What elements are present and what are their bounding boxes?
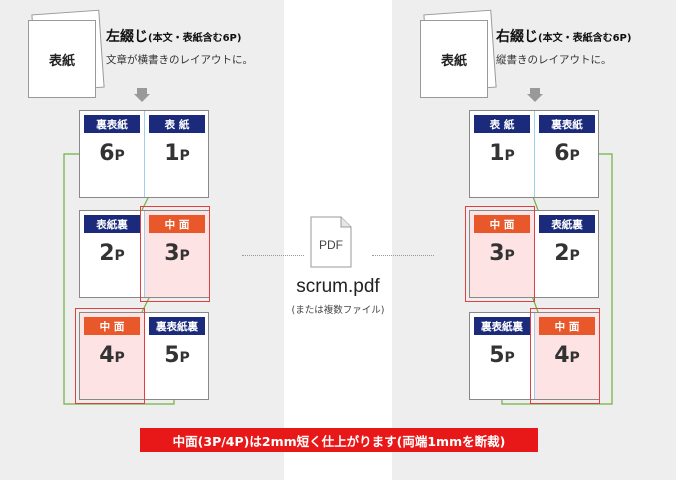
page-number: 3P [489,241,515,266]
page-tag: 中 面 [539,317,595,335]
pdf-file-icon [310,216,352,268]
pdf-filename: scrum.pdf [296,276,380,297]
spread-right-1: 表 紙 1P 裏表紙 6P [469,110,599,198]
page-tag: 表紙裏 [539,215,595,233]
cover-label-left: 表紙 [48,53,75,69]
page-number: 2P [99,241,125,266]
dotted-connector-right [372,255,434,256]
page-tag: 中 面 [474,215,530,233]
page-tag: 裏表紙 [84,115,140,133]
pdf-icon-label: PDF [319,238,343,252]
page-tag: 表 紙 [474,115,530,133]
page-tag: 中 面 [149,215,205,233]
down-arrow-icon [134,94,150,102]
page-tag: 表 紙 [149,115,205,133]
trim-outline [75,308,145,404]
pdf-note: (または複数ファイル) [291,305,385,316]
page-number: 4P [99,343,125,368]
right-binding-description: 縦書きのレイアウトに。 [496,54,612,66]
spread-right-3: 裏表紙裏 5P 中 面 4P [469,312,599,400]
page-tag: 裏表紙 [539,115,595,133]
page-number: 5P [489,343,515,368]
right-connector-line [501,153,613,405]
page-tag: 中 面 [84,317,140,335]
page-tag: 裏表紙裏 [149,317,205,335]
trim-outline [530,308,600,404]
page-tag: 表紙裏 [84,215,140,233]
page-number: 6P [99,141,125,166]
left-binding-title: 左綴じ(本文・表紙含む6P) [106,29,242,45]
page-number: 1P [489,141,515,166]
page-tag: 裏表紙裏 [474,317,530,335]
down-arrow-stem [530,88,540,94]
right-connector-line [531,295,539,313]
cover-label-right: 表紙 [440,53,467,69]
dotted-connector-left [242,255,304,256]
trim-outline [465,206,535,302]
cover-sheet [28,20,96,98]
spread-left-1: 裏表紙 6P 表 紙 1P [79,110,209,198]
page-number: 3P [164,241,190,266]
right-binding-title: 右綴じ(本文・表紙含む6P) [496,29,632,45]
page-number: 1P [164,141,190,166]
page-number: 5P [164,343,190,368]
page-number: 4P [554,343,580,368]
left-connector-line [63,153,175,405]
page-number: 6P [554,141,580,166]
cover-sheet [420,20,488,98]
left-binding-description: 文章が横書きのレイアウトに。 [106,54,253,66]
page-number: 2P [554,241,580,266]
left-connector-line [141,295,151,313]
down-arrow-icon [527,94,543,102]
down-arrow-stem [137,88,147,94]
trim-notice-banner: 中面(3P/4P)は2mm短く仕上がります(両端1mmを断裁) [140,428,538,452]
spread-left-2: 表紙裏 2P 中 面 3P [79,210,209,298]
trim-outline [140,206,210,302]
